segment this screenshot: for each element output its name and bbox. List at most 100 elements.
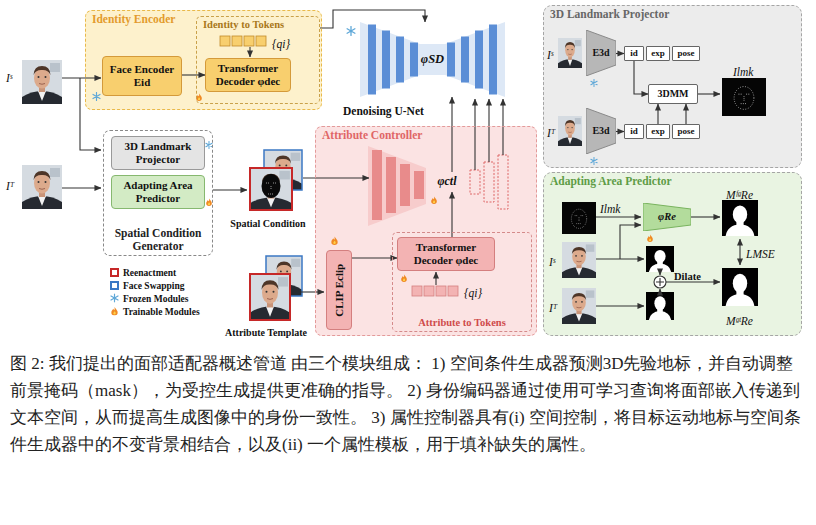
node-text: E3d xyxy=(592,47,609,59)
label-slot: Spatial Condition xyxy=(230,213,305,231)
unet-layer xyxy=(447,43,455,77)
panel-fill xyxy=(85,5,802,336)
unet-ground xyxy=(360,22,505,97)
param-box: id xyxy=(624,46,644,61)
math-label: Ilmk xyxy=(733,66,753,78)
unet-layer xyxy=(461,37,469,83)
panel-fill xyxy=(543,172,802,336)
encoder-trapezoid: E3d xyxy=(586,108,616,154)
unet-layer xyxy=(368,25,376,95)
math-label: LMSE xyxy=(746,248,775,260)
photo xyxy=(250,274,290,320)
panel-title: 3D Landmark Projector xyxy=(550,8,669,21)
math-label: Iˢ xyxy=(549,256,555,268)
param-box: exp xyxy=(646,124,670,139)
panel-title: Identity to Tokens xyxy=(203,19,284,31)
flow-line xyxy=(62,77,101,78)
controller-unet xyxy=(386,157,396,213)
panel-fill xyxy=(543,5,802,168)
photo xyxy=(562,288,596,324)
label-slot: MᵍᵗRe xyxy=(726,311,753,329)
math-label: Iˢ xyxy=(6,72,12,84)
decoder-box: Transformer Decoder φdec xyxy=(397,237,495,270)
photo xyxy=(250,168,292,210)
math-label: Ilmk xyxy=(600,203,620,215)
module-icon xyxy=(591,79,597,86)
legend-text: Trainable Modules xyxy=(123,307,200,317)
node-text: exp xyxy=(651,48,665,58)
flow-line xyxy=(659,272,660,275)
math-label: MᵍᵗRe xyxy=(726,315,753,327)
flow-line xyxy=(596,305,644,306)
module-icon xyxy=(431,196,437,204)
submodule-frame: Identity to TokensTransformer Decoder φd… xyxy=(196,16,320,104)
node-text: φctl xyxy=(437,175,456,189)
controller-unet xyxy=(484,162,494,202)
token-row xyxy=(436,286,446,296)
controller-unet xyxy=(470,170,480,194)
flow-arrow xyxy=(451,192,452,237)
module-icon xyxy=(206,198,212,206)
math-label: Iᵀ xyxy=(549,302,557,314)
flow-line xyxy=(249,47,250,57)
math-label: MᶠᵍRe xyxy=(726,189,753,201)
caption-slot: 图 2: 我们提出的面部适配器概述管道 由三个模块组成： 1) 空间条件生成器预… xyxy=(10,350,806,458)
flow-line xyxy=(301,291,324,292)
node-text: φRe xyxy=(658,211,676,223)
node-text: Face Encoder Eid xyxy=(106,63,178,88)
unet-layer xyxy=(489,25,497,95)
token-row xyxy=(256,36,266,46)
panel-title: Spatial Condition Generator xyxy=(110,227,206,253)
photo xyxy=(250,274,290,320)
math-label: Iˢ xyxy=(547,49,553,61)
legend-text: Face Swapping xyxy=(123,281,185,291)
node-text: id xyxy=(630,48,638,58)
module-panel: Identity EncoderIdentity to TokensTransf… xyxy=(85,10,322,110)
param-box: exp xyxy=(646,46,670,61)
photo xyxy=(558,38,582,68)
photo xyxy=(562,202,596,234)
unet-layer xyxy=(382,31,390,89)
node-text: Transformer Decoder φdec xyxy=(401,241,491,266)
panel-fill xyxy=(315,126,537,336)
math-label: Iᵀ xyxy=(6,180,14,192)
flow-arrow xyxy=(657,104,658,124)
encoder-box: CLIP Eclip xyxy=(326,250,352,330)
token-row xyxy=(232,36,242,46)
math-label: Iᵀ xyxy=(547,127,555,139)
shape-outline xyxy=(586,30,616,76)
label-slot: Denoising U-Net xyxy=(343,101,424,119)
module-icon xyxy=(206,141,212,148)
unet-layer xyxy=(410,43,418,77)
photo xyxy=(722,200,758,236)
param-box: pose xyxy=(672,124,700,139)
legend-text: Reenactment xyxy=(123,268,176,278)
photo xyxy=(22,165,62,209)
token-row xyxy=(220,36,230,46)
label-slot: {qi} xyxy=(272,34,290,52)
node-text: 3D Landmark Projector xyxy=(115,140,201,165)
module-icon xyxy=(647,234,653,242)
text-label: Denoising U-Net xyxy=(343,105,424,117)
flow-line xyxy=(62,47,740,306)
controller-unet xyxy=(368,146,508,226)
photo xyxy=(22,60,62,104)
text-label: Dilate xyxy=(674,271,701,282)
node-text: Transformer Decoder φdec xyxy=(209,62,287,87)
label-slot: MᶠᵍRe xyxy=(726,185,753,203)
submodule-frame: Attribute to TokensTransformer Decoder φ… xyxy=(392,232,532,332)
unet-shape: φSD xyxy=(360,22,505,97)
label-slot: Iᵀ xyxy=(6,176,14,194)
controller-unet xyxy=(414,171,424,199)
legend-icon-slot xyxy=(110,307,119,316)
photo xyxy=(562,242,596,278)
shape-outline xyxy=(643,203,691,231)
node-text: Adapting Area Predictor xyxy=(115,179,201,204)
legend-swatch xyxy=(110,268,119,277)
legend-row: Face Swapping xyxy=(108,279,200,292)
module-icon xyxy=(401,274,407,282)
token-row xyxy=(424,286,434,296)
node-text: E3d xyxy=(592,125,609,137)
label-slot: Attribute Template xyxy=(225,322,307,340)
flow-arrow xyxy=(352,257,397,258)
